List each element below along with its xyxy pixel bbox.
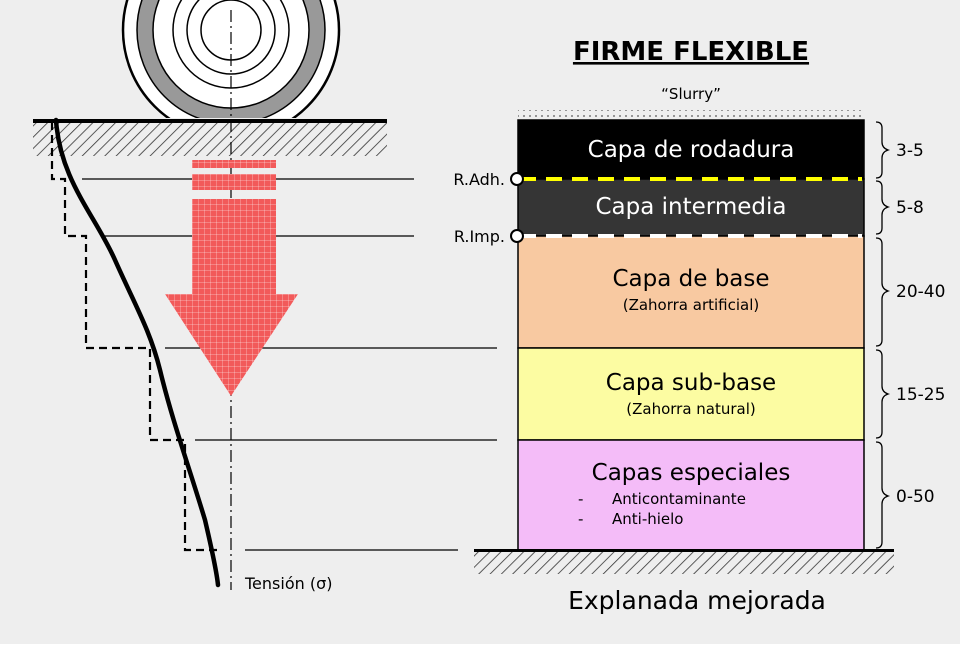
thickness-base: 20-40 [896,282,945,302]
subgrade-label: Explanada mejorada [568,586,826,615]
thickness-subbase: 15-25 [896,385,945,405]
especiales-item-2: Anti-hielo [612,510,683,528]
layer-base-label: Capa de base [612,266,769,292]
layer-subbase-sublabel: (Zahorra natural) [626,400,756,418]
stress-curve [53,117,221,588]
diagram-title: FIRME FLEXIBLE [573,37,809,67]
layer-especiales [517,439,865,551]
stepped-stress-line [50,122,222,552]
layer-intermedia-label: Capa intermedia [596,194,787,220]
layer-base-sublabel: (Zahorra artificial) [623,296,760,314]
adhesion-marker [510,172,524,186]
layer-subbase [517,347,865,441]
imprimacion-label: R.Imp. [454,227,505,246]
layer-intermedia [517,178,865,237]
layer-especiales-label: Capas especiales [592,460,791,486]
especiales-item-1: Anticontaminante [612,490,746,508]
road-surface-hatch [33,119,387,156]
layer-rodadura-label: Capa de rodadura [588,137,795,163]
layer-subbase-label: Capa sub-base [606,370,776,396]
thickness-braces [875,121,891,549]
subgrade-hatch [474,549,894,574]
layer-rodadura [517,119,865,180]
layer-base [517,235,865,349]
stress-label: Tensión (σ) [244,574,332,593]
imprimacion-marker [510,229,524,243]
slurry-seal [518,110,864,120]
especiales-bullet-2: - [578,510,583,528]
thickness-especiales: 0-50 [896,487,935,507]
thickness-intermedia: 5-8 [896,198,924,218]
slurry-label: “Slurry” [661,85,721,103]
especiales-bullet-1: - [578,490,583,508]
load-arrow [165,160,298,396]
adhesion-label: R.Adh. [453,170,505,189]
thickness-rodadura: 3-5 [896,141,924,161]
